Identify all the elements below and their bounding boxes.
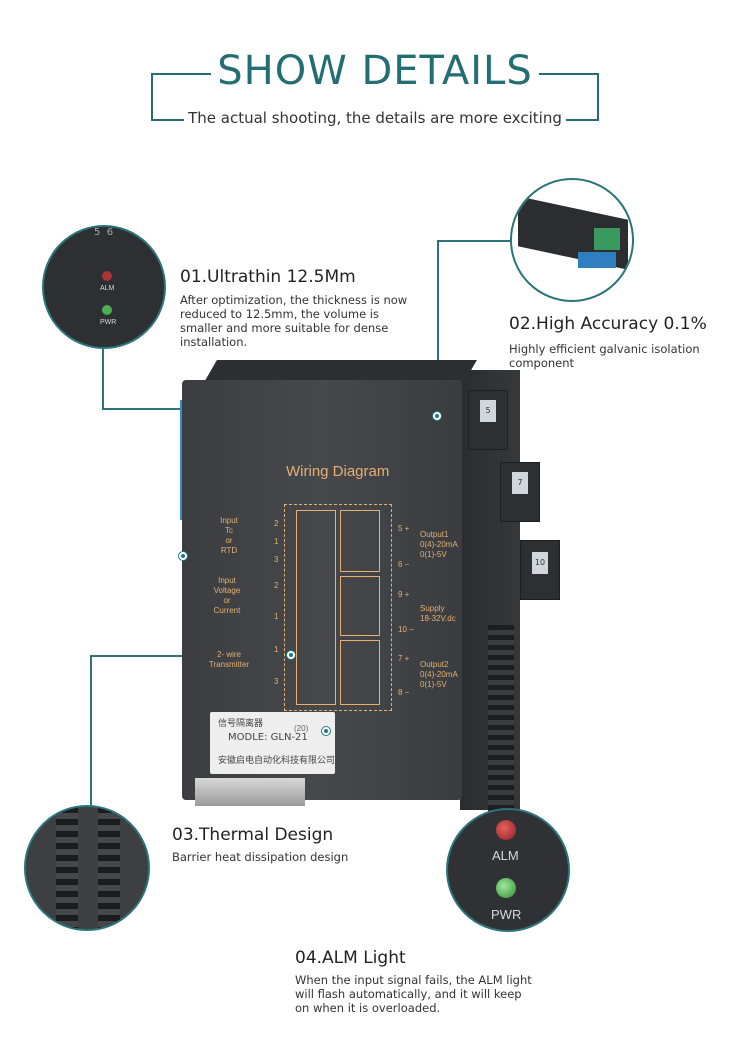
terminal-num: 9 +	[398, 590, 410, 599]
zoom-terminal-numbers: 5 6	[94, 227, 114, 238]
terminal-num: 2	[274, 581, 279, 590]
connector-line	[102, 349, 104, 409]
plate-model: MODLE: GLN-21	[228, 732, 308, 743]
diagram-box	[340, 510, 380, 572]
terminal-num: 3	[274, 677, 279, 686]
pwr-led	[102, 305, 112, 315]
pwr-label: PWR	[491, 907, 522, 922]
feature-1-description: After optimization, the thickness is now…	[180, 293, 408, 349]
hotspot-dot[interactable]	[287, 651, 295, 659]
feature-3-description: Barrier heat dissipation design	[172, 850, 349, 864]
terminal-num: 1	[274, 612, 279, 621]
zoom-circle-alm: ALM PWR	[446, 808, 570, 932]
feature-4-title: 04.ALM Light	[295, 948, 406, 968]
plate-number: (20)	[294, 724, 309, 733]
terminal-num: 8 −	[398, 688, 410, 697]
input-voltage-label: Input Voltage or Current	[213, 576, 241, 615]
pwr-label: PWR	[100, 319, 117, 326]
terminal-tag: 10	[532, 552, 548, 574]
terminal-num: 7 +	[398, 654, 410, 663]
input-tc-label: Input Tc or RTD	[220, 516, 238, 555]
output1-label: Output1 0(4)-20mA 0(1)-5V	[420, 530, 458, 559]
diagram-box	[340, 576, 380, 636]
zoom-circle-vents	[24, 805, 150, 931]
feature-3-title: 03.Thermal Design	[172, 825, 334, 845]
din-rail	[195, 778, 305, 806]
output2-label: Output2 0(4)-20mA 0(1)-5V	[420, 660, 458, 689]
terminal-num: 3	[274, 555, 279, 564]
terminal-tag: 7	[512, 472, 528, 494]
supply-label: Supply 18-32V.dc	[420, 604, 456, 623]
input-transmitter-label: 2- wire Transmitter	[208, 650, 250, 669]
plate-company: 安徽启电自动化科技有限公司	[218, 756, 336, 766]
hotspot-dot[interactable]	[322, 727, 330, 735]
connector-line	[102, 408, 184, 410]
model-plate	[210, 712, 335, 774]
diagram-box	[296, 510, 336, 705]
alm-label: ALM	[492, 848, 519, 863]
pcb-blue-connector	[578, 252, 616, 268]
connector-line	[90, 656, 92, 806]
terminal-num: 6 −	[398, 560, 410, 569]
vent-grid	[488, 625, 514, 820]
terminal-num: 1	[274, 645, 279, 654]
zoom-circle-pcb	[510, 178, 634, 302]
feature-4-description: When the input signal fails, the ALM lig…	[295, 973, 532, 1015]
alm-led	[496, 820, 516, 840]
hotspot-dot[interactable]	[433, 412, 441, 420]
vent-pattern	[56, 807, 78, 929]
diagram-box	[340, 640, 380, 705]
terminal-num: 2	[274, 519, 279, 528]
terminal-tag: 5	[480, 400, 496, 422]
plate-product-name: 信号隔离器	[218, 719, 264, 729]
terminal-num: 5 +	[398, 524, 410, 533]
feature-1-title: 01.Ultrathin 12.5Mm	[180, 267, 356, 287]
feature-2-title: 02.High Accuracy 0.1%	[509, 314, 707, 334]
terminal-block	[468, 390, 508, 450]
page-title: SHOW DETAILS	[0, 48, 750, 94]
diagram-outline	[284, 504, 392, 711]
terminal-num: 1	[274, 537, 279, 546]
hotspot-dot[interactable]	[179, 552, 187, 560]
zoom-circle-leds: 5 6 ALM PWR	[42, 225, 166, 349]
alm-led	[102, 271, 112, 281]
pcb-green	[594, 228, 620, 250]
pwr-led	[496, 878, 516, 898]
wiring-diagram-title: Wiring Diagram	[286, 463, 390, 480]
feature-2-description: Highly efficient galvanic isolation comp…	[509, 342, 700, 370]
connector-line	[437, 240, 439, 416]
terminal-num: 10 −	[398, 625, 414, 634]
page-subtitle: The actual shooting, the details are mor…	[0, 109, 750, 127]
connector-line	[437, 240, 512, 242]
vent-pattern	[98, 807, 120, 929]
alm-label: ALM	[100, 285, 115, 292]
